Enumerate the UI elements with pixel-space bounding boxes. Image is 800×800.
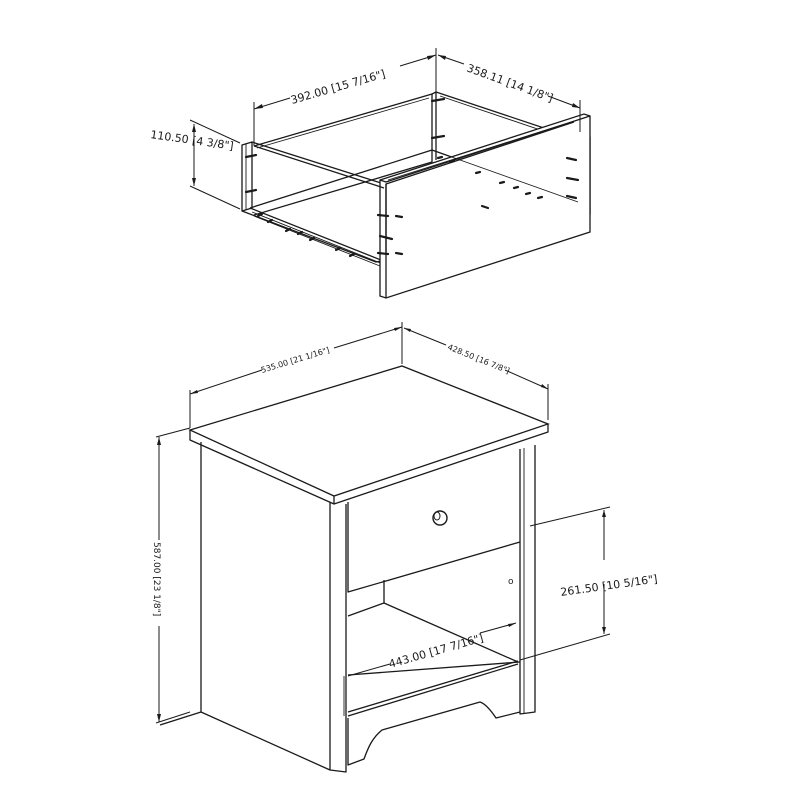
nightstand-width-dimension xyxy=(189,322,403,428)
opening-width-dimension xyxy=(347,622,517,677)
nightstand-height-dimension xyxy=(155,427,191,724)
nightstand-front-right-stile xyxy=(519,445,536,715)
nightstand-height-label: 587.00 [23 1/8"] xyxy=(151,542,161,616)
drawer-height-label: 110.50 [4 3/8"] xyxy=(150,128,235,153)
nightstand-depth-dimension xyxy=(403,327,549,420)
nightstand-top xyxy=(188,365,550,505)
drawer-back-panel xyxy=(253,91,437,216)
opening-height-dimension xyxy=(519,506,611,661)
drawer-hardware xyxy=(244,97,580,258)
drawer-depth-dimension xyxy=(437,54,581,132)
nightstand-front-left-stile xyxy=(329,502,347,773)
nightstand-depth-label: 428.50 [16 7/8"] xyxy=(446,343,511,376)
drawer-left-panel xyxy=(241,141,387,263)
drawer-width-dimension xyxy=(253,48,437,146)
drawer-knob-icon xyxy=(432,510,448,526)
opening-width-label: 443.00 [17 7/16"] xyxy=(387,631,485,670)
nightstand-open-shelf xyxy=(347,580,521,676)
drawer-depth-label: 358.11 [14 1/8"] xyxy=(465,62,555,105)
nightstand-drawer-front xyxy=(347,502,521,593)
hinge-mark: o xyxy=(508,577,514,587)
nightstand-left-side xyxy=(159,442,331,771)
nightstand-width-label: 535.00 [21 1/16"] xyxy=(260,346,331,375)
nightstand-bottom-rail xyxy=(347,660,519,717)
opening-height-label: 261.50 [10 5/16"] xyxy=(560,572,659,598)
drawer-width-label: 392.00 [15 7/16"] xyxy=(289,67,387,106)
drawer-height-dimension xyxy=(189,119,241,210)
nightstand-assembly: o 535.00 [21 1/16"] 428.50 [16 7/8 xyxy=(151,322,659,773)
drawer-assembly: 392.00 [15 7/16"] 358.11 [14 1/8"] 110.5… xyxy=(150,48,591,299)
nightstand-kick-plate xyxy=(347,701,521,766)
